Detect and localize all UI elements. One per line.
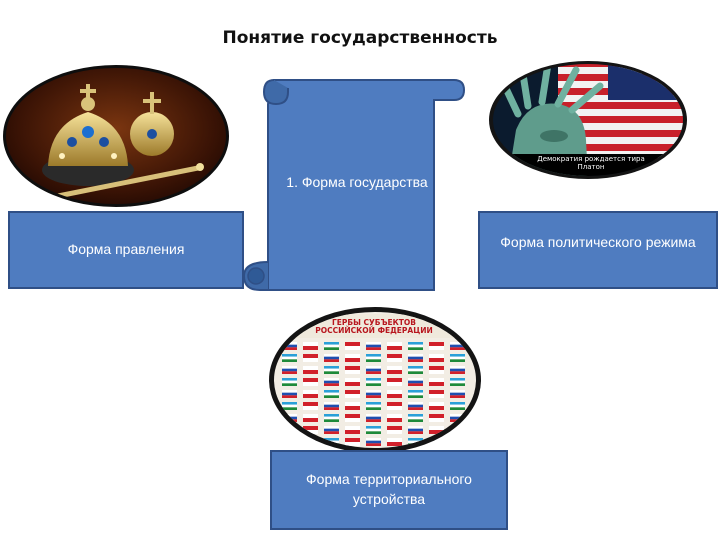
flags-photo xyxy=(269,307,481,453)
slide-title: Понятие государственность xyxy=(222,28,498,48)
flags-caption: ГЕРБЫ СУБЪЕКТОВ РОССИЙСКОЙ ФЕДЕРАЦИИ xyxy=(315,318,433,336)
statue-of-liberty-photo xyxy=(489,61,687,179)
statue-motto: Демократия рождается тира Платон xyxy=(537,155,645,171)
center-node-label: 1. Форма государства xyxy=(286,174,428,190)
territorial-structure-box: Форма территориального устройства xyxy=(270,450,508,530)
form-of-government-box: Форма правления xyxy=(8,211,244,289)
form-of-government-label: Форма правления xyxy=(67,241,185,258)
political-regime-box: Форма политического режима xyxy=(478,211,718,289)
territorial-structure-label: Форма территориального устройства xyxy=(306,471,472,507)
crown-photo xyxy=(3,65,229,207)
political-regime-label: Форма политического режима xyxy=(500,234,696,251)
scroll-shape xyxy=(242,79,466,291)
